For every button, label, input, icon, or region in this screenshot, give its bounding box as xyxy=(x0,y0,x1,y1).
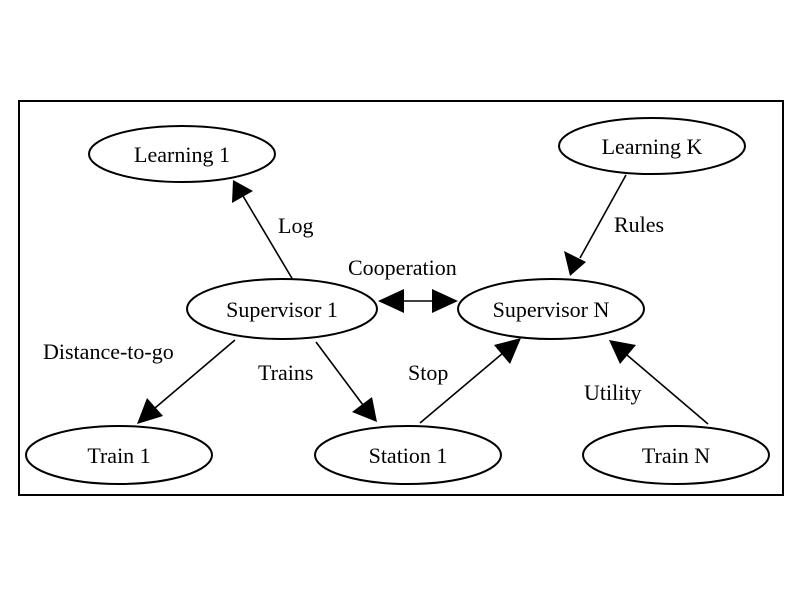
node-learning-1: Learning 1 xyxy=(88,125,276,183)
arrow-cooperation-right xyxy=(432,289,458,313)
node-train-1: Train 1 xyxy=(25,425,213,485)
edge-label-utility: Utility xyxy=(584,380,641,405)
node-label: Learning K xyxy=(602,134,703,159)
edge-utility xyxy=(626,354,709,425)
edge-trains xyxy=(315,341,364,406)
node-label: Train N xyxy=(642,443,710,468)
node-supervisor-1: Supervisor 1 xyxy=(186,278,378,340)
edge-label-rules: Rules xyxy=(614,212,664,237)
node-label: Train 1 xyxy=(87,443,150,468)
arrow-rules xyxy=(564,251,586,276)
arrow-trains xyxy=(352,397,377,422)
edge-rules xyxy=(579,174,627,259)
edge-label-distance-to-go: Distance-to-go xyxy=(43,339,174,364)
edge-label-cooperation: Cooperation xyxy=(348,255,457,280)
edge-distance-to-go xyxy=(154,339,236,409)
edge-label-stop: Stop xyxy=(408,360,448,385)
edge-log xyxy=(242,195,294,281)
edge-label-log: Log xyxy=(278,213,313,238)
arrow-distance-to-go xyxy=(137,398,163,424)
node-supervisor-n: Supervisor N xyxy=(457,278,645,340)
edge-label-trains: Trains xyxy=(258,360,313,385)
node-label: Learning 1 xyxy=(134,142,230,167)
node-label: Supervisor 1 xyxy=(226,297,338,322)
arrow-utility xyxy=(609,340,636,364)
node-station-1: Station 1 xyxy=(314,425,502,485)
node-label: Supervisor N xyxy=(493,297,610,322)
edge-stop xyxy=(419,352,504,424)
node-train-n: Train N xyxy=(582,425,770,485)
arrow-cooperation-left xyxy=(378,289,404,313)
arrow-log xyxy=(232,180,253,203)
arrow-stop xyxy=(494,338,521,364)
node-learning-k: Learning K xyxy=(558,117,746,175)
node-label: Station 1 xyxy=(369,443,448,468)
